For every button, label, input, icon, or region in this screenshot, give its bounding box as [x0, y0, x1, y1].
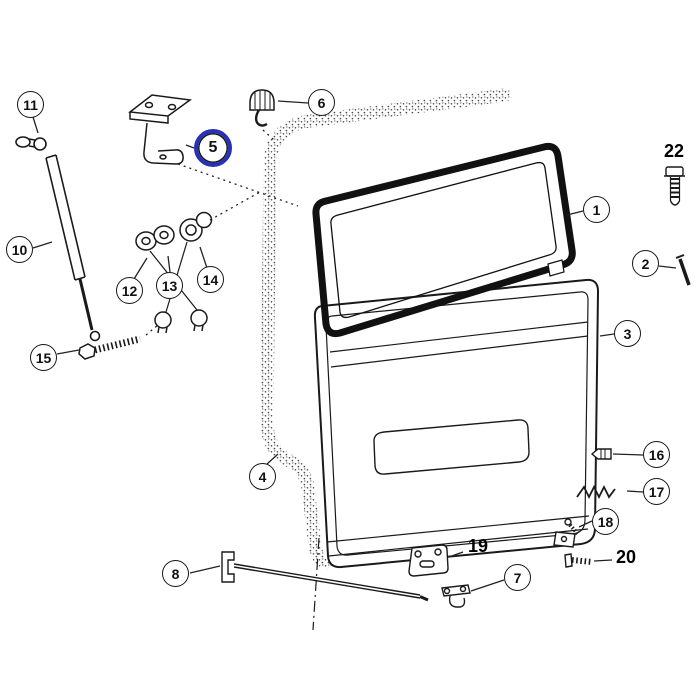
striker	[441, 584, 471, 608]
callout-11: 11	[17, 91, 44, 118]
ball-stud	[33, 137, 47, 151]
callout-14: 14	[197, 266, 224, 293]
callout-8: 8	[162, 560, 189, 587]
callout-19-bold: 19	[467, 536, 489, 556]
window-frame-seal	[312, 142, 576, 338]
callout-13: 13	[156, 272, 183, 299]
bolt-22	[664, 166, 685, 206]
callout-1: 1	[583, 196, 610, 223]
callout-10: 10	[6, 236, 33, 263]
callout-12: 12	[116, 277, 143, 304]
callout-6: 6	[308, 89, 335, 116]
leader-lines	[32, 100, 677, 592]
latch-plate	[408, 544, 449, 577]
callout-3: 3	[614, 320, 641, 347]
callout-20-bold: 20	[615, 547, 637, 567]
callout-22-bold: 22	[663, 141, 685, 161]
callout-5-highlighted: 5	[194, 129, 232, 167]
weatherstrip-seal	[260, 88, 512, 569]
callout-17: 17	[643, 478, 670, 505]
retainer-clip	[249, 89, 275, 127]
callout-2: 2	[632, 250, 659, 277]
callout-15: 15	[30, 344, 57, 371]
gas-strut	[15, 136, 101, 342]
mount-bolt	[78, 335, 141, 360]
callout-18: 18	[592, 508, 619, 535]
centerline	[312, 537, 320, 631]
wire-spring	[576, 484, 616, 500]
small-clip	[590, 448, 612, 460]
hinge-bracket	[128, 94, 192, 165]
tailgate-door-panel	[313, 278, 600, 569]
callout-7: 7	[504, 564, 531, 591]
stud-plate	[553, 518, 580, 548]
pin	[675, 254, 691, 286]
callout-4: 4	[249, 463, 276, 490]
latch-rod	[221, 551, 429, 602]
grommet-cluster	[135, 211, 213, 334]
callout-16: 16	[643, 441, 670, 468]
screw	[564, 553, 593, 568]
